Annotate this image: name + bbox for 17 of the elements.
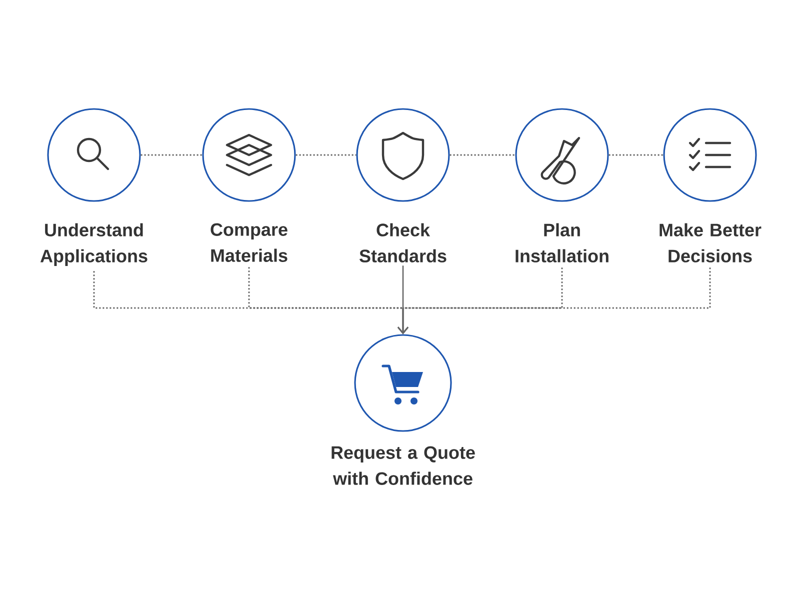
step-circle xyxy=(202,108,296,262)
step-label: Compare Materials xyxy=(210,223,288,262)
connector xyxy=(398,268,711,334)
step-label: Request a Quote with Confidence xyxy=(332,446,475,485)
step-circle xyxy=(40,108,148,266)
step-label: Plan Installation xyxy=(516,223,608,262)
connector xyxy=(296,154,356,156)
step-label: Understand Applications xyxy=(40,223,148,266)
step-circle xyxy=(332,334,475,485)
step-circle xyxy=(356,108,450,262)
step-label: Make Better Decisions xyxy=(660,223,762,262)
connector xyxy=(450,154,516,156)
step-circle xyxy=(660,108,762,262)
connector xyxy=(608,154,664,156)
step-label: Check Standards xyxy=(360,223,446,262)
connector xyxy=(140,154,202,156)
step-circle xyxy=(515,108,609,262)
